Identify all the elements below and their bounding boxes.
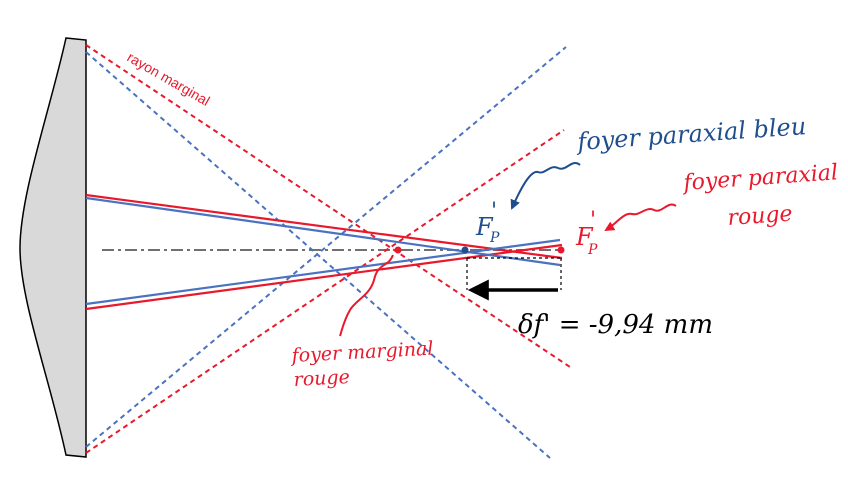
blue-paraxial-focus-label: foyer paraxial bleu [574,112,807,156]
blue-focus-symbol: F [475,213,494,241]
red-focus-symbol: F [575,223,594,251]
blue-pointer-squiggle [510,162,581,210]
blue-paraxial-ray-top [85,196,561,267]
red-paraxial-focus-point [557,246,565,254]
delta-bracket [466,257,562,290]
blue-marginal-ray-top [85,51,551,459]
blue-paraxial-ray-bottom [85,238,561,306]
red-marginal-focus-label-line2: rouge [293,366,350,391]
red-focus-prime: ' [590,208,596,233]
red-paraxial-focus-label-line2: rouge [727,202,794,231]
red-marginal-focus-point [394,246,402,254]
marginal-focus-pointer [339,254,394,337]
blue-paraxial-focus-point [461,246,469,254]
blue-focus-prime: ' [491,199,497,224]
red-paraxial-ray-top [85,193,563,260]
red-paraxial-ray-bottom [85,243,563,311]
lens [19,37,87,458]
red-pointer-squiggle [604,203,677,232]
red-marginal-ray-top [85,44,571,368]
red-focus-subscript: P [587,242,598,258]
red-marginal-ray-bottom [85,129,565,454]
delta-focal-label: δf' = -9,94 mm [518,310,713,340]
red-marginal-focus-label-line1: foyer marginal [289,338,434,368]
blue-focus-subscript: P [489,230,500,246]
red-paraxial-focus-label-line1: foyer paraxial [681,160,839,196]
